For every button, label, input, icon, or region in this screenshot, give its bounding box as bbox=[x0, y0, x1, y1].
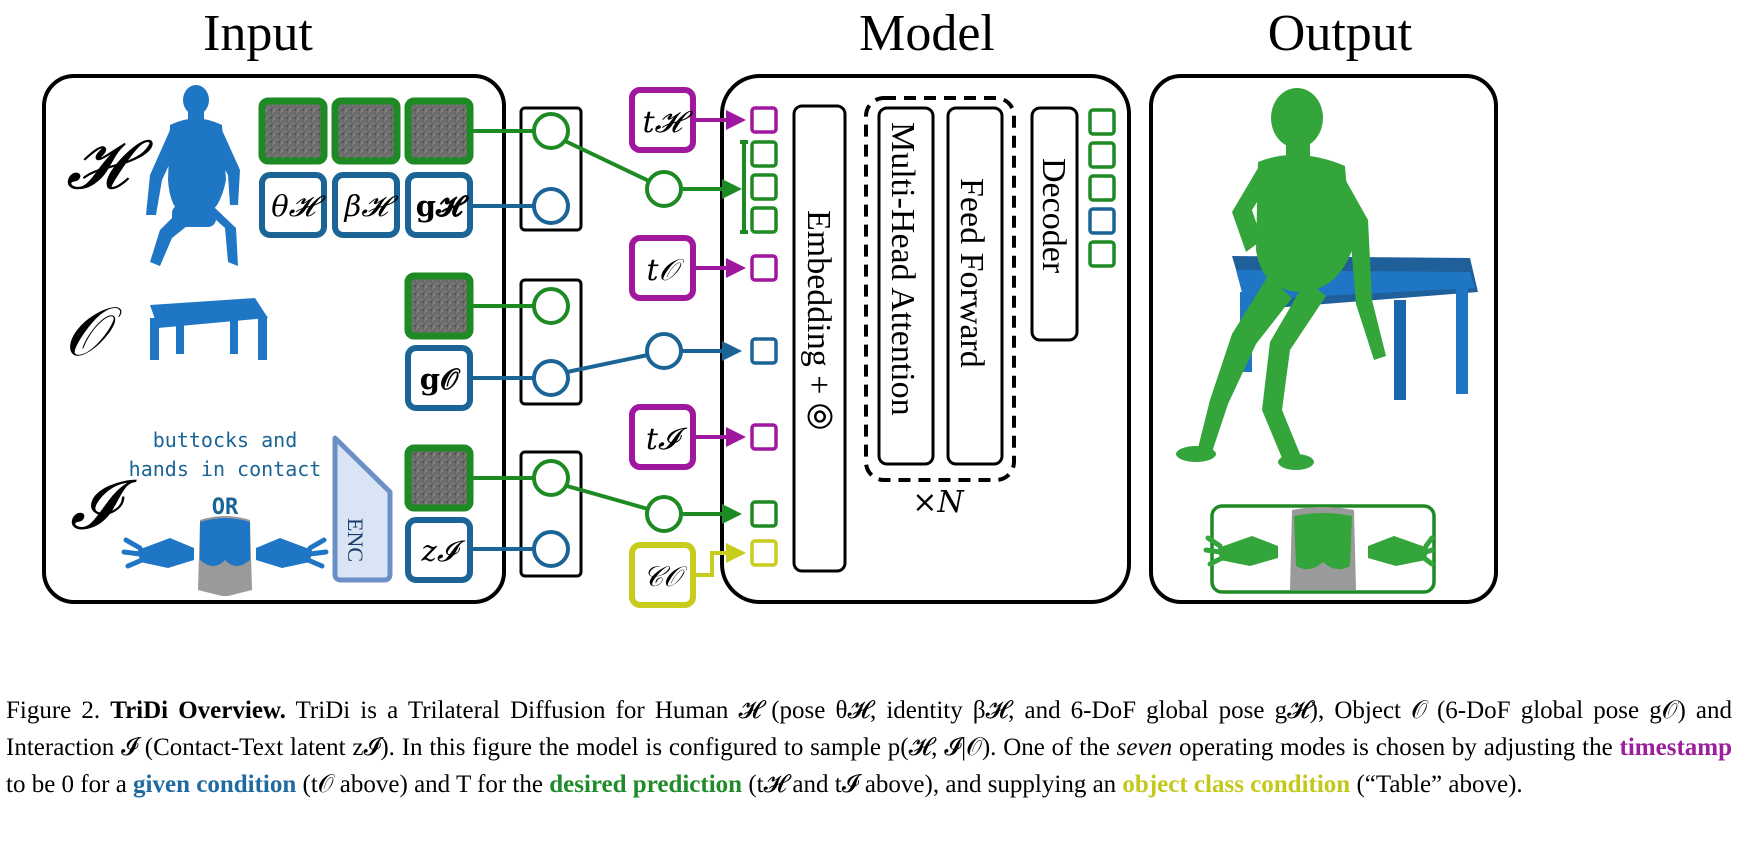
output-token-2 bbox=[1088, 141, 1116, 169]
human-noise-node bbox=[532, 112, 570, 150]
tridi-overview-figure: Input Model Output 𝓗 𝒪 𝓘 θ𝓗 β𝓗 g𝓗 g𝒪 bbox=[42, 5, 1498, 608]
heading-output: Output bbox=[1268, 5, 1413, 62]
or-label: OR bbox=[212, 495, 239, 520]
human-pose-param-box bbox=[259, 172, 327, 238]
encoder-block bbox=[332, 435, 393, 583]
output-token-3 bbox=[1088, 174, 1116, 202]
figure-caption: Figure 2. TriDi Overview. TriDi is a Tri… bbox=[6, 692, 1732, 803]
human-global-param: g𝓗 bbox=[416, 189, 469, 223]
encoder-label: ENC bbox=[343, 518, 368, 562]
class-condition: 𝒞𝒪 bbox=[643, 560, 687, 593]
token-human-3 bbox=[750, 206, 778, 234]
caption-figure-label: Figure 2. bbox=[6, 697, 101, 724]
caption-given-condition: given condition bbox=[133, 771, 297, 798]
table-mesh-image bbox=[150, 298, 268, 360]
human-noise-tile-2 bbox=[331, 97, 401, 165]
token-interaction bbox=[750, 500, 778, 528]
caption-text-3: to be 0 for a bbox=[6, 771, 127, 798]
row-label-object: 𝒪 bbox=[64, 293, 122, 372]
attention-block bbox=[877, 106, 935, 466]
heading-model: Model bbox=[859, 5, 995, 62]
caption-text-1: TriDi is a Trilateral Diffusion for Huma… bbox=[6, 697, 1733, 761]
model-panel bbox=[720, 74, 1131, 604]
contact-map-image bbox=[121, 516, 329, 596]
interaction-noise-tile bbox=[404, 444, 474, 512]
token-human-2 bbox=[750, 173, 778, 201]
attention-label: Multi-Head Attention bbox=[884, 122, 921, 416]
output-token-5 bbox=[1088, 240, 1116, 268]
caption-text-2: operating modes is chosen by adjusting t… bbox=[1178, 734, 1613, 761]
object-noise-tile bbox=[404, 272, 474, 340]
token-class bbox=[750, 539, 778, 567]
token-human-1 bbox=[750, 140, 778, 168]
interaction-merge-node bbox=[645, 495, 683, 533]
token-object bbox=[750, 337, 778, 365]
token-object-time bbox=[750, 254, 778, 282]
selector-box-interaction bbox=[519, 450, 583, 578]
interaction-noise-node bbox=[532, 459, 570, 497]
caption-text-5: (t𝓗 and t𝓘 above), and supplying an bbox=[748, 771, 1117, 798]
output-token-4 bbox=[1088, 207, 1116, 235]
object-noise-node bbox=[532, 287, 570, 325]
row-label-interaction: 𝓘 bbox=[70, 466, 137, 545]
row-label-human: 𝓗 bbox=[66, 126, 154, 205]
human-merge-node bbox=[645, 170, 683, 208]
object-clean-node bbox=[532, 359, 570, 397]
interaction-clean-node bbox=[532, 530, 570, 568]
decoder-block bbox=[1030, 106, 1079, 342]
output-contact-map-image bbox=[1203, 507, 1435, 590]
embedding-block bbox=[792, 104, 847, 573]
caption-timestamp: timestamp bbox=[1619, 734, 1733, 761]
caption-object-class-condition: object class condition bbox=[1122, 771, 1351, 798]
token-human-time bbox=[750, 106, 778, 134]
contact-text-line2: hands in contact bbox=[129, 457, 322, 481]
heading-input: Input bbox=[203, 5, 313, 62]
human-clean-node bbox=[532, 187, 570, 225]
feedforward-block bbox=[946, 106, 1004, 466]
output-panel bbox=[1149, 74, 1498, 604]
object-merge-node bbox=[645, 332, 683, 370]
human-noise-tile-1 bbox=[258, 97, 328, 165]
transformer-block bbox=[864, 96, 1016, 482]
caption-desired-prediction: desired prediction bbox=[549, 771, 743, 798]
contact-text-line1: buttocks and bbox=[153, 428, 298, 452]
human-mesh-image bbox=[146, 85, 240, 266]
output-mesh-image bbox=[1176, 88, 1478, 470]
embedding-label: Embedding + ⦾ bbox=[800, 210, 837, 430]
selector-box-object bbox=[519, 278, 583, 406]
object-global-param: g𝒪 bbox=[420, 362, 461, 396]
token-interaction-time bbox=[750, 423, 778, 451]
human-identity-param-box bbox=[332, 172, 400, 238]
feedforward-label: Feed Forward bbox=[953, 178, 990, 368]
output-token-1 bbox=[1088, 108, 1116, 136]
caption-seven: seven bbox=[1116, 734, 1173, 761]
selector-box-human bbox=[519, 106, 583, 232]
caption-title: TriDi Overview. bbox=[110, 697, 286, 724]
caption-text-6: (“Table” above). bbox=[1356, 771, 1523, 798]
human-noise-tile-3 bbox=[404, 97, 474, 165]
caption-text-4: (t𝒪 above) and T for the bbox=[302, 771, 543, 798]
decoder-label: Decoder bbox=[1035, 158, 1072, 274]
repeat-label: ×N bbox=[912, 485, 965, 520]
input-panel bbox=[42, 74, 506, 604]
